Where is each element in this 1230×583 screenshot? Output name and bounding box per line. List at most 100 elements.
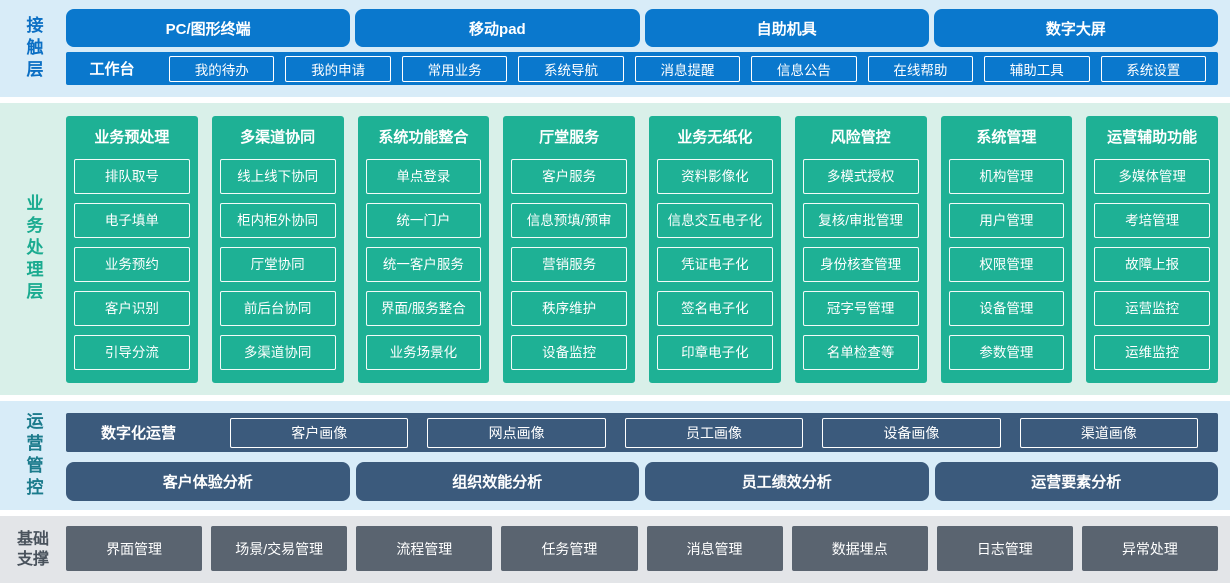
portrait-device-button[interactable]: 设备画像 xyxy=(822,417,1001,448)
item-customer-service[interactable]: 客户服务 xyxy=(511,159,627,194)
foundation-log-mgmt[interactable]: 日志管理 xyxy=(936,526,1073,571)
contact-layer-label-wrap: 接触层 xyxy=(0,0,66,97)
workbench-label: 工作台 xyxy=(89,61,135,78)
workbench-item-online-help[interactable]: 在线帮助 xyxy=(867,55,974,82)
workbench-item-aux-tools[interactable]: 辅助工具 xyxy=(984,55,1090,82)
foundation-task-mgmt[interactable]: 任务管理 xyxy=(501,526,638,571)
item-online-offline[interactable]: 线上线下协同 xyxy=(219,159,336,194)
item-multichannel-sync[interactable]: 多渠道协同 xyxy=(219,335,336,370)
item-parameter-mgmt[interactable]: 参数管理 xyxy=(948,335,1065,370)
workbench-item-system-nav[interactable]: 系统导航 xyxy=(518,55,624,82)
analysis-employee-performance[interactable]: 员工绩效分析 xyxy=(645,462,929,501)
business-layer-section: 业务处理层 业务预处理 排队取号 电子填单 业务预约 客户识别 引导分流 多渠道… xyxy=(0,103,1230,395)
workbench-item-todo[interactable]: 我的待办 xyxy=(169,55,275,82)
item-sso[interactable]: 单点登录 xyxy=(365,159,482,194)
item-ops-maintenance-monitor[interactable]: 运维监控 xyxy=(1094,335,1210,370)
column-title: 多渠道协同 xyxy=(240,128,316,146)
foundation-scene-transaction-mgmt[interactable]: 场景/交易管理 xyxy=(211,526,348,571)
foundation-row: 界面管理 场景/交易管理 流程管理 任务管理 消息管理 数据埋点 日志管理 异常… xyxy=(66,516,1218,571)
item-serial-number-mgmt[interactable]: 冠字号管理 xyxy=(802,291,919,326)
foundation-layer-label-wrap: 基础支撑 xyxy=(0,516,66,583)
column-system-integration: 系统功能整合 单点登录 统一门户 统一客户服务 界面/服务整合 业务场景化 xyxy=(357,116,490,383)
item-order-maintenance[interactable]: 秩序维护 xyxy=(511,291,627,326)
item-counter-sync[interactable]: 柜内柜外协同 xyxy=(219,203,336,238)
foundation-ui-mgmt[interactable]: 界面管理 xyxy=(66,526,203,571)
item-document-imaging[interactable]: 资料影像化 xyxy=(657,159,773,194)
item-identity-verification[interactable]: 身份核查管理 xyxy=(802,247,919,282)
column-system-management: 系统管理 机构管理 用户管理 权限管理 设备管理 参数管理 xyxy=(940,116,1073,383)
item-business-scenario[interactable]: 业务场景化 xyxy=(365,335,482,370)
terminal-selfservice-button[interactable]: 自助机具 xyxy=(644,9,929,47)
portrait-branch-button[interactable]: 网点画像 xyxy=(427,417,606,448)
item-seal-electronic[interactable]: 印章电子化 xyxy=(657,335,773,370)
item-device-monitor[interactable]: 设备监控 xyxy=(511,335,627,370)
item-signature-electronic[interactable]: 签名电子化 xyxy=(657,291,773,326)
item-training-mgmt[interactable]: 考培管理 xyxy=(1094,203,1210,238)
contact-layer-section: 接触层 PC/图形终端 移动pad 自助机具 数字大屏 工作台 我的待办 我的申… xyxy=(0,0,1230,97)
portrait-channel-button[interactable]: 渠道画像 xyxy=(1019,417,1199,448)
column-title: 风险管控 xyxy=(830,128,891,146)
business-layer-content: 业务预处理 排队取号 电子填单 业务预约 客户识别 引导分流 多渠道协同 线上线… xyxy=(66,103,1230,395)
column-paperless: 业务无纸化 资料影像化 信息交互电子化 凭证电子化 签名电子化 印章电子化 xyxy=(649,116,781,383)
column-title: 厅堂服务 xyxy=(539,128,600,146)
terminal-pc-button[interactable]: PC/图形终端 xyxy=(66,9,351,47)
portrait-employee-button[interactable]: 员工画像 xyxy=(624,417,804,448)
item-user-mgmt[interactable]: 用户管理 xyxy=(948,203,1065,238)
item-review-approval[interactable]: 复核/审批管理 xyxy=(802,203,919,238)
operations-layer-content: 数字化运营 客户画像 网点画像 员工画像 设备画像 渠道画像 客户体验分析 组织… xyxy=(66,401,1230,510)
item-fault-report[interactable]: 故障上报 xyxy=(1094,247,1210,282)
foundation-message-mgmt[interactable]: 消息管理 xyxy=(646,526,783,571)
analysis-row: 客户体验分析 组织效能分析 员工绩效分析 运营要素分析 xyxy=(66,462,1218,501)
item-guide-divert[interactable]: 引导分流 xyxy=(74,335,190,370)
business-column-grid: 业务预处理 排队取号 电子填单 业务预约 客户识别 引导分流 多渠道协同 线上线… xyxy=(66,103,1218,383)
business-layer-label-wrap: 业务处理层 xyxy=(0,103,66,395)
column-title: 系统功能整合 xyxy=(378,128,469,146)
portrait-customer-button[interactable]: 客户画像 xyxy=(230,417,409,448)
analysis-customer-experience[interactable]: 客户体验分析 xyxy=(66,462,350,501)
item-customer-id[interactable]: 客户识别 xyxy=(74,291,190,326)
foundation-exception-handling[interactable]: 异常处理 xyxy=(1081,526,1218,571)
analysis-org-efficiency[interactable]: 组织效能分析 xyxy=(355,462,639,501)
workbench-item-announcements[interactable]: 信息公告 xyxy=(751,55,857,82)
business-layer-label: 业务处理层 xyxy=(23,194,43,304)
item-queue-number[interactable]: 排队取号 xyxy=(74,159,190,194)
item-prefill-preaudit[interactable]: 信息预填/预审 xyxy=(511,203,627,238)
workbench-item-common-business[interactable]: 常用业务 xyxy=(401,55,508,82)
item-list-check[interactable]: 名单检查等 xyxy=(802,335,919,370)
workbench-item-message-alert[interactable]: 消息提醒 xyxy=(634,55,741,82)
item-operation-monitor[interactable]: 运营监控 xyxy=(1094,291,1210,326)
workbench-item-system-settings[interactable]: 系统设置 xyxy=(1100,55,1206,82)
item-eform[interactable]: 电子填单 xyxy=(74,203,190,238)
item-multimedia-mgmt[interactable]: 多媒体管理 xyxy=(1094,159,1210,194)
item-info-exchange-electronic[interactable]: 信息交互电子化 xyxy=(657,203,773,238)
item-permission-mgmt[interactable]: 权限管理 xyxy=(948,247,1065,282)
terminal-bigscreen-button[interactable]: 数字大屏 xyxy=(933,9,1218,47)
digital-ops-bar: 数字化运营 客户画像 网点画像 员工画像 设备画像 渠道画像 xyxy=(66,413,1218,452)
item-unified-customer-service[interactable]: 统一客户服务 xyxy=(365,247,482,282)
item-hall-sync[interactable]: 厅堂协同 xyxy=(219,247,336,282)
column-risk-control: 风险管控 多模式授权 复核/审批管理 身份核查管理 冠字号管理 名单检查等 xyxy=(794,116,927,383)
item-voucher-electronic[interactable]: 凭证电子化 xyxy=(657,247,773,282)
workbench-bar: 工作台 我的待办 我的申请 常用业务 系统导航 消息提醒 信息公告 在线帮助 辅… xyxy=(66,52,1218,85)
item-multimode-authorization[interactable]: 多模式授权 xyxy=(802,159,919,194)
workbench-item-applications[interactable]: 我的申请 xyxy=(285,55,391,82)
operations-layer-section: 运营管控 数字化运营 客户画像 网点画像 员工画像 设备画像 渠道画像 客户体验… xyxy=(0,401,1230,510)
item-device-mgmt[interactable]: 设备管理 xyxy=(948,291,1065,326)
foundation-process-mgmt[interactable]: 流程管理 xyxy=(356,526,493,571)
column-ops-auxiliary: 运营辅助功能 多媒体管理 考培管理 故障上报 运营监控 运维监控 xyxy=(1086,116,1218,383)
foundation-data-tracking[interactable]: 数据埋点 xyxy=(791,526,928,571)
terminal-pad-button[interactable]: 移动pad xyxy=(355,9,640,47)
column-hall-service: 厅堂服务 客户服务 信息预填/预审 营销服务 秩序维护 设备监控 xyxy=(503,116,635,383)
column-title: 系统管理 xyxy=(976,128,1037,146)
item-org-mgmt[interactable]: 机构管理 xyxy=(948,159,1065,194)
item-unified-portal[interactable]: 统一门户 xyxy=(365,203,482,238)
foundation-layer-content: 界面管理 场景/交易管理 流程管理 任务管理 消息管理 数据埋点 日志管理 异常… xyxy=(66,516,1230,583)
item-marketing-service[interactable]: 营销服务 xyxy=(511,247,627,282)
foundation-layer-label: 基础支撑 xyxy=(16,530,49,568)
item-front-back-sync[interactable]: 前后台协同 xyxy=(219,291,336,326)
column-title: 业务预处理 xyxy=(94,128,170,146)
analysis-operation-elements[interactable]: 运营要素分析 xyxy=(934,462,1218,501)
item-ui-service-integration[interactable]: 界面/服务整合 xyxy=(365,291,482,326)
item-appointment[interactable]: 业务预约 xyxy=(74,247,190,282)
